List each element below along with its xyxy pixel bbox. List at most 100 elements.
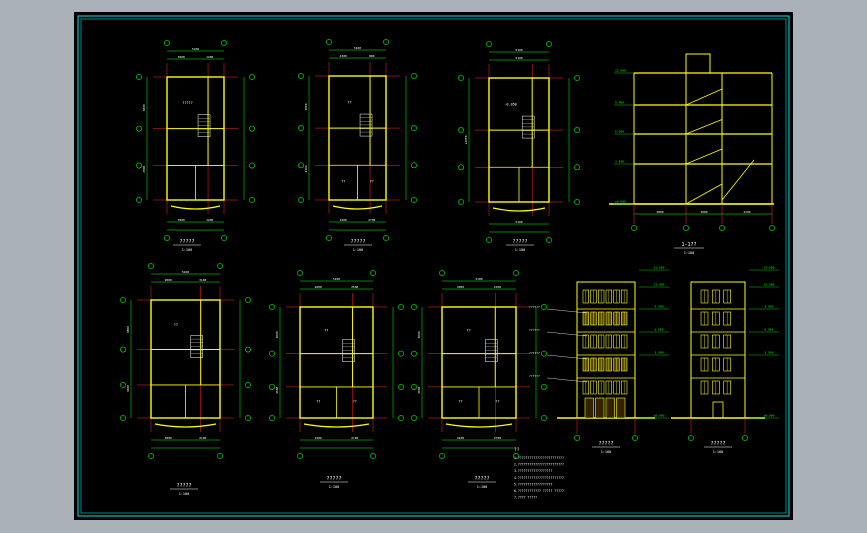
axis-bubble	[326, 235, 332, 241]
room-label: -0.050	[504, 102, 517, 106]
axis-bubble	[298, 162, 304, 169]
axis-bubble	[136, 74, 142, 80]
axis-bubble	[574, 75, 580, 81]
external-stair	[737, 169, 747, 181]
staircase	[190, 335, 203, 358]
level-text: 12.600	[615, 69, 626, 73]
level-text: 3.900	[654, 351, 663, 355]
room-label: ?????	[182, 101, 193, 105]
axis-bubble	[245, 297, 251, 303]
plan-scale: 1:100	[329, 485, 340, 489]
axis-bubble	[297, 270, 303, 276]
shop-door	[605, 397, 615, 419]
plan-scale: 1:100	[353, 248, 364, 252]
level-text: 9.900	[615, 101, 624, 105]
facade-outline	[690, 281, 746, 419]
note-line: 7.???? ?????	[514, 496, 537, 500]
axis-bubble	[269, 384, 275, 390]
dimension-text: 800	[369, 54, 375, 58]
axis-bubble	[298, 73, 304, 79]
axis-bubble	[383, 39, 389, 45]
external-stair	[745, 159, 755, 171]
axis-bubble	[411, 73, 417, 79]
dimension-text: 2700	[494, 436, 501, 440]
axis-bubble	[688, 435, 694, 441]
elevation-scale: 1:100	[713, 450, 724, 454]
shop-door	[595, 397, 605, 419]
axis-bubble	[370, 270, 376, 276]
axis-bubble	[217, 453, 223, 459]
plan-title: ?????	[474, 476, 489, 482]
plan-title: ?????	[179, 239, 194, 245]
note-line: 6.???????????? ????? ?????	[514, 489, 564, 493]
dimension-text: 3000	[457, 285, 464, 289]
axis-bubble	[249, 125, 255, 132]
balcony-rail	[303, 423, 370, 428]
axis-bubble	[298, 125, 304, 131]
level-text: ±0.000	[615, 200, 626, 204]
dimension-text: 2700	[368, 218, 375, 222]
elevation-note: ??????	[529, 305, 540, 309]
shop-door	[616, 397, 626, 419]
axis-bubble	[136, 125, 142, 132]
axis-bubble	[370, 453, 376, 459]
axis-bubble	[398, 350, 404, 357]
axis-bubble	[631, 225, 637, 231]
dimension-text: 1200	[206, 55, 213, 59]
axis-bubble	[136, 197, 142, 203]
axis-bubble	[439, 453, 445, 459]
section-scale: 1:100	[684, 251, 695, 255]
dimension-text: 3600	[126, 385, 130, 392]
room-label: ??	[174, 323, 178, 327]
axis-bubble	[298, 197, 304, 203]
staircase	[485, 339, 498, 362]
note-line: 3.??????????????????	[514, 469, 552, 473]
level-text: 9.900	[764, 305, 773, 309]
axis-bubble	[411, 350, 417, 357]
shop-door	[584, 397, 594, 419]
staircase	[521, 115, 535, 139]
elevation-1: 15.60012.9009.9006.9003.900±0.000???????…	[529, 266, 669, 454]
room-label: ??	[458, 399, 462, 403]
elevation-note: ??????	[529, 374, 540, 378]
plan-title: ?????	[512, 239, 527, 245]
dimension-text: 3600	[417, 331, 421, 338]
entrance-door	[712, 401, 724, 419]
axis-bubble	[221, 235, 227, 241]
room-label: ??	[467, 328, 471, 332]
axis-bubble	[148, 453, 154, 459]
sheet-border-inner	[80, 18, 787, 514]
dimension-text: 2400	[340, 218, 347, 222]
plan-scale: 1:100	[477, 485, 488, 489]
dimension-text: 4800	[126, 326, 130, 333]
balcony-rail	[492, 207, 546, 212]
plan-scale: 1:100	[179, 492, 190, 496]
axis-bubble	[245, 346, 251, 353]
level-text: 6.900	[615, 130, 624, 134]
axis-bubble	[221, 40, 227, 46]
axis-bubble	[245, 382, 251, 388]
dimension-text: 5100	[182, 270, 189, 274]
balcony-rail	[170, 205, 221, 210]
dimension-text: 5100	[354, 46, 361, 50]
axis-bubble	[411, 415, 417, 421]
axis-bubble	[383, 235, 389, 241]
plan-title: ?????	[350, 239, 365, 245]
staircase	[197, 114, 211, 137]
level-text: 3.900	[615, 160, 624, 164]
axis-bubble	[574, 127, 580, 133]
leader-line	[546, 354, 588, 360]
axis-bubble	[486, 41, 492, 47]
stair-flight	[685, 119, 723, 135]
leader-line	[546, 377, 588, 383]
axis-bubble	[541, 415, 547, 421]
stair-flight	[685, 148, 723, 165]
axis-bubble	[148, 263, 154, 269]
